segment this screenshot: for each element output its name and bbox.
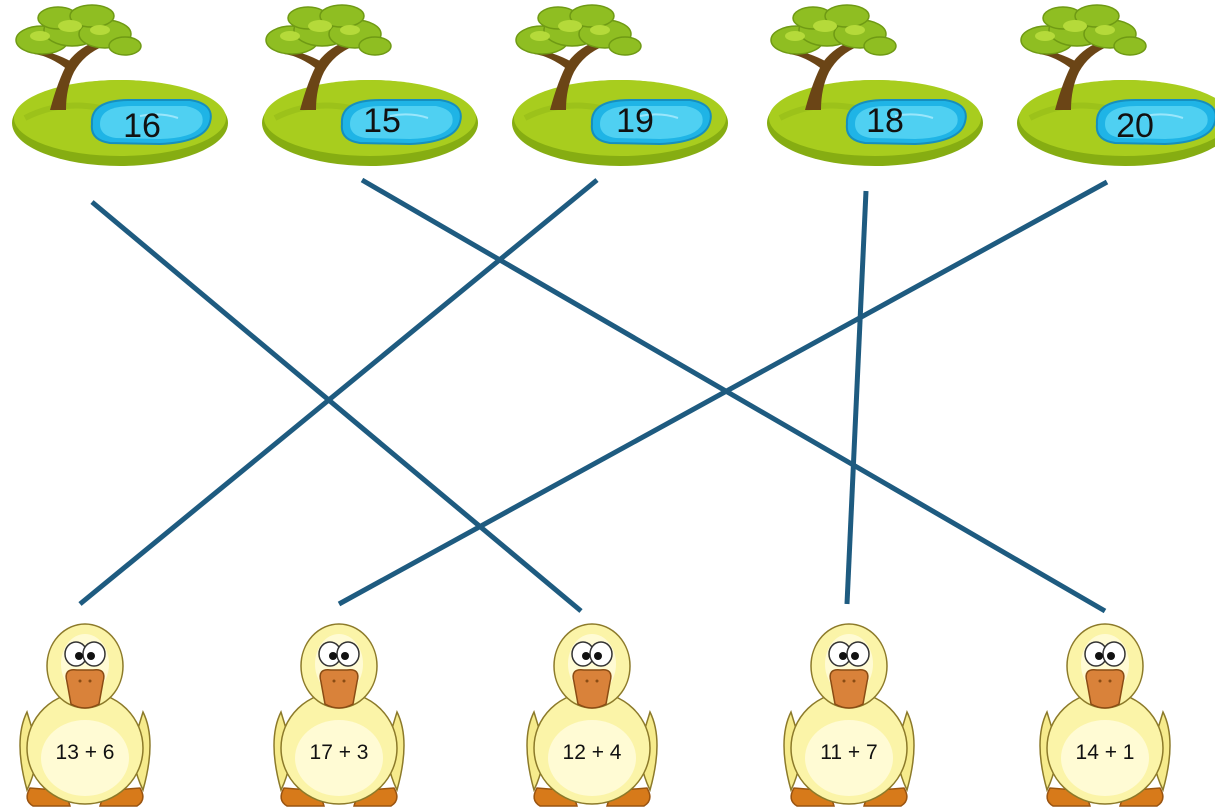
pond-number: 15 [363, 102, 401, 140]
connection-line [844, 190, 869, 605]
pond-number: 18 [866, 102, 904, 140]
pond-island: 20 [1017, 5, 1215, 166]
duck: 17 + 3 [273, 623, 405, 807]
duck-equation: 14 + 1 [1076, 741, 1135, 764]
pond-number: 16 [123, 107, 161, 145]
pond-island: 18 [767, 5, 983, 166]
connection-line [78, 178, 599, 606]
duck: 14 + 1 [1039, 623, 1171, 807]
duck: 11 + 7 [783, 623, 915, 807]
duck-equation: 12 + 4 [563, 741, 622, 764]
pond-island: 15 [262, 5, 478, 166]
connection-lines [78, 177, 1109, 614]
pond-island: 19 [512, 5, 728, 166]
connection-line [337, 179, 1109, 607]
duck-equation: 17 + 3 [310, 741, 369, 764]
pond-number: 19 [616, 102, 654, 140]
duck: 13 + 6 [19, 623, 151, 807]
pond-island: 16 [12, 5, 228, 166]
duck-equation: 11 + 7 [820, 741, 877, 764]
pond-number: 20 [1116, 107, 1154, 145]
duck: 12 + 4 [526, 623, 658, 807]
connection-line [90, 200, 583, 613]
duck-equation: 13 + 6 [56, 741, 115, 764]
connection-line [360, 177, 1107, 614]
